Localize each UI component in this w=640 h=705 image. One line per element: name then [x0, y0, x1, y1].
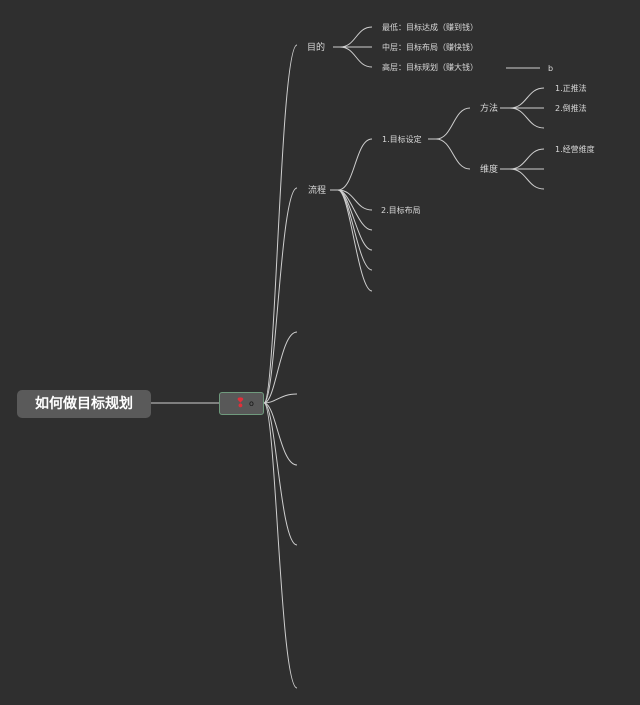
method-item-2[interactable]: 2.倒推法	[555, 104, 587, 113]
connector-process-setting	[337, 138, 373, 191]
purpose-low[interactable]: 最低：目标达成（赚到钱）	[382, 23, 478, 32]
connector-spoke-6	[263, 402, 298, 546]
connector-spoke-7	[263, 402, 298, 689]
connector-process-empty-3	[337, 189, 373, 271]
connector-spoke-4	[263, 393, 298, 404]
hub-label: o	[249, 399, 254, 408]
connector-spoke-5	[263, 402, 298, 466]
connector-purpose-low	[339, 26, 373, 48]
branch-process[interactable]: 流程	[308, 186, 327, 196]
method-item-1[interactable]: 1.正推法	[555, 84, 587, 93]
purpose-mid[interactable]: 中层：目标布局（赚快钱）	[382, 43, 478, 52]
connector-process	[263, 187, 298, 404]
connector-process-empty-2	[337, 189, 373, 251]
connector-spoke-3	[263, 331, 298, 404]
purpose-high[interactable]: 高层：目标规划（赚大钱）	[382, 63, 478, 72]
branch-purpose[interactable]: 目的	[307, 43, 326, 53]
connector-method-1	[509, 87, 545, 109]
connector-setting-method	[435, 107, 471, 140]
connector-process-empty-4	[337, 189, 373, 292]
process-setting[interactable]: 1.目标设定	[382, 135, 422, 144]
connector-dimension-1	[509, 148, 545, 170]
connector-dimension-3	[509, 168, 545, 190]
setting-dimension[interactable]: 维度	[480, 165, 499, 175]
process-layout[interactable]: 2.目标布局	[381, 206, 421, 215]
connector-purpose-high	[339, 46, 373, 68]
connector-setting-dimension	[435, 138, 471, 170]
setting-method[interactable]: 方法	[480, 104, 499, 114]
root-topic[interactable]: 如何做目标规划	[17, 390, 151, 418]
hub-node[interactable]: ❢ o	[219, 392, 264, 415]
dimension-item-1[interactable]: 1.经营维度	[555, 145, 595, 154]
purpose-high-note[interactable]: b	[548, 64, 554, 73]
connector-purpose	[263, 44, 298, 404]
alert-icon: ❢	[235, 396, 246, 411]
connector-process-layout	[337, 189, 373, 211]
connector-method-3	[509, 107, 545, 129]
